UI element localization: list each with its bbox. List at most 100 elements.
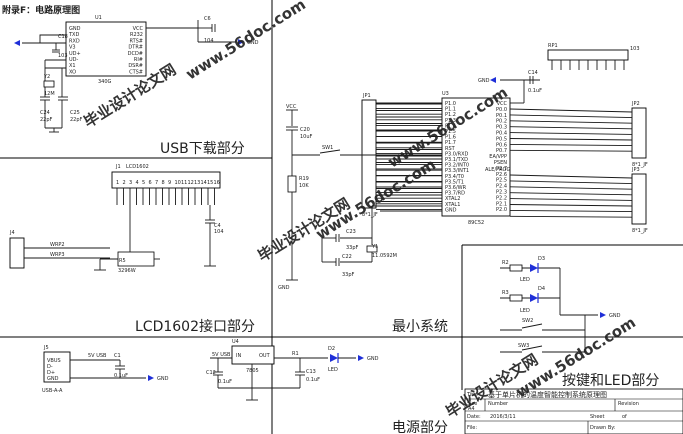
tb-size-label: Size	[467, 401, 477, 407]
c1-ref: C1	[114, 353, 121, 359]
regulator-u4	[231, 345, 275, 365]
p0-wire-3	[509, 126, 633, 130]
mcu-left-pin-11: P3.2/INT0	[445, 163, 469, 169]
usb-left-pin-1: TXD	[68, 32, 79, 38]
jumper-net-2: WRP3	[50, 252, 65, 258]
p2-wire-2	[509, 186, 633, 190]
reset-gnd-label: GND	[278, 285, 290, 291]
lcd-pin-6: 7	[155, 180, 158, 186]
buttons-leds-section: D3 R2 LED D4 R3 LED GND SW2 SW3	[500, 256, 659, 389]
crystal-y2	[43, 80, 55, 88]
jp1-ref: JP1	[362, 93, 371, 99]
jp3-ref: JP3	[631, 167, 640, 173]
y1-ref: Y1	[371, 244, 378, 250]
lcd-pin-13: 14	[201, 180, 207, 186]
lcd-pin-8: 9	[168, 180, 171, 186]
mcu-left-pin-0: P1.0	[445, 101, 456, 107]
tb-sheet-of: of	[622, 414, 627, 420]
mcu-right-pin-2: P0.1	[496, 113, 507, 119]
mcu-right-pin-16: P2.2	[496, 195, 507, 201]
mcu-left-pin-2: P1.2	[445, 112, 456, 118]
mcu-left-pin-13: P3.4/T0	[445, 174, 464, 180]
jumper-j4	[9, 237, 25, 269]
c18-ref: C18	[58, 34, 68, 40]
j5-label: USB-A-A	[42, 388, 63, 394]
usb-left-pin-3: V3	[69, 45, 76, 51]
usb-conn-pin-2: D+	[47, 370, 55, 376]
tb-size: A4	[468, 406, 475, 412]
mcu-left-pin-9: P3.0/RXD	[445, 151, 469, 157]
tb-title: 基于单片机的温度智能控制系统原理图	[488, 390, 607, 399]
c24-value: 22pF	[40, 117, 53, 123]
mcu-right-pin-5: P0.4	[496, 131, 507, 137]
mcu-right-pin-4: P0.3	[496, 125, 507, 131]
mcu-right-pin-14: P2.4	[496, 184, 507, 190]
c1-value: 0.1uF	[114, 373, 128, 379]
p2-wire-0	[509, 174, 633, 179]
p0-wire-1	[509, 114, 633, 119]
lcd-ref: J1	[115, 164, 121, 170]
lcd-part: LCD1602	[126, 164, 149, 170]
lcd-pin-12: 13	[194, 180, 200, 186]
usb-right-pin-6: DSR#	[128, 63, 143, 69]
mcu-left-pin-16: P3.7/RD	[445, 191, 465, 197]
usb-right-pin-5: RI#	[134, 57, 143, 63]
tb-date: 2016/3/11	[490, 414, 516, 420]
y1-value: 11.0592M	[372, 253, 397, 259]
c14-ref: C14	[528, 70, 538, 76]
j5-ref: J5	[43, 345, 49, 351]
mcu-left-pin-14: P3.5/T1	[445, 179, 464, 185]
lcd-pin-0: 1	[116, 180, 119, 186]
lcd-pin-10: 11	[181, 180, 187, 186]
jumper-net-1: WRP2	[50, 242, 65, 248]
header-jp2	[631, 107, 647, 159]
power-gnd-label-2: GND	[367, 356, 379, 362]
lcd-pin-4: 5	[142, 180, 145, 186]
c13-value: 0.1uF	[306, 377, 320, 383]
lcd-pin-2: 3	[129, 180, 132, 186]
usb-left-pin-2: RXD	[69, 38, 80, 44]
mcu-left-pin-8: RST	[445, 146, 456, 152]
led-gnd-arrow	[600, 312, 606, 318]
lcd-connector-body	[111, 171, 221, 189]
led-d3-res: R2	[502, 260, 509, 266]
r1-ref: R1	[292, 351, 299, 357]
mcu-right-pin-7: P0.6	[496, 142, 507, 148]
c13-ref: C13	[306, 369, 316, 375]
c12-ref: C12	[206, 370, 216, 376]
c23-value: 33pF	[346, 245, 359, 251]
mcu-ref: U3	[442, 91, 449, 97]
tb-file-label: File:	[467, 425, 477, 431]
usb-right-pin-2: RTS#	[129, 38, 143, 44]
mcu-left-pin-19: GND	[445, 207, 457, 213]
lcd-pot-value: 3296W	[118, 268, 136, 274]
p2-wire-7	[509, 215, 633, 218]
usb-right-pin-7: CTS#	[129, 69, 143, 75]
reset-switch-ref: SW1	[322, 145, 333, 151]
reset-res-value: 10K	[299, 183, 309, 189]
min-system-label: 最小系统	[392, 319, 448, 335]
led-gnd-label: GND	[609, 313, 621, 319]
mcu-left-pin-6: P1.6	[445, 135, 456, 141]
tb-title-label: Title	[466, 392, 478, 398]
led-d4-res: R3	[502, 290, 509, 296]
c18-value: 103	[58, 53, 68, 59]
usb-conn-pin-0: VBUS	[47, 358, 61, 364]
rpack-rp1	[547, 49, 629, 61]
power-gnd-arrow-2	[358, 355, 364, 361]
lcd-section-label: LCD1602接口部分	[135, 318, 255, 335]
rp1-ref: RP1	[548, 43, 558, 49]
rp1-value: 103	[630, 46, 640, 52]
mcu-ale-label: ALE/PROG	[485, 167, 510, 173]
usb-chip-ref: U1	[95, 15, 102, 21]
d2-ref: D2	[328, 346, 335, 352]
reset-res-ref: R19	[299, 176, 309, 182]
mcu-right-pin-6: P0.5	[496, 136, 507, 142]
title-block: Title 基于单片机的温度智能控制系统原理图 Size A4 Number R…	[464, 388, 683, 434]
mcu-body	[441, 97, 511, 217]
usb-gnd-label: GND	[247, 40, 259, 46]
reset-vcc-label: VCC	[286, 104, 297, 110]
lcd-pot-ref: R5	[119, 258, 126, 264]
lcd-pin-1: 2	[123, 180, 126, 186]
